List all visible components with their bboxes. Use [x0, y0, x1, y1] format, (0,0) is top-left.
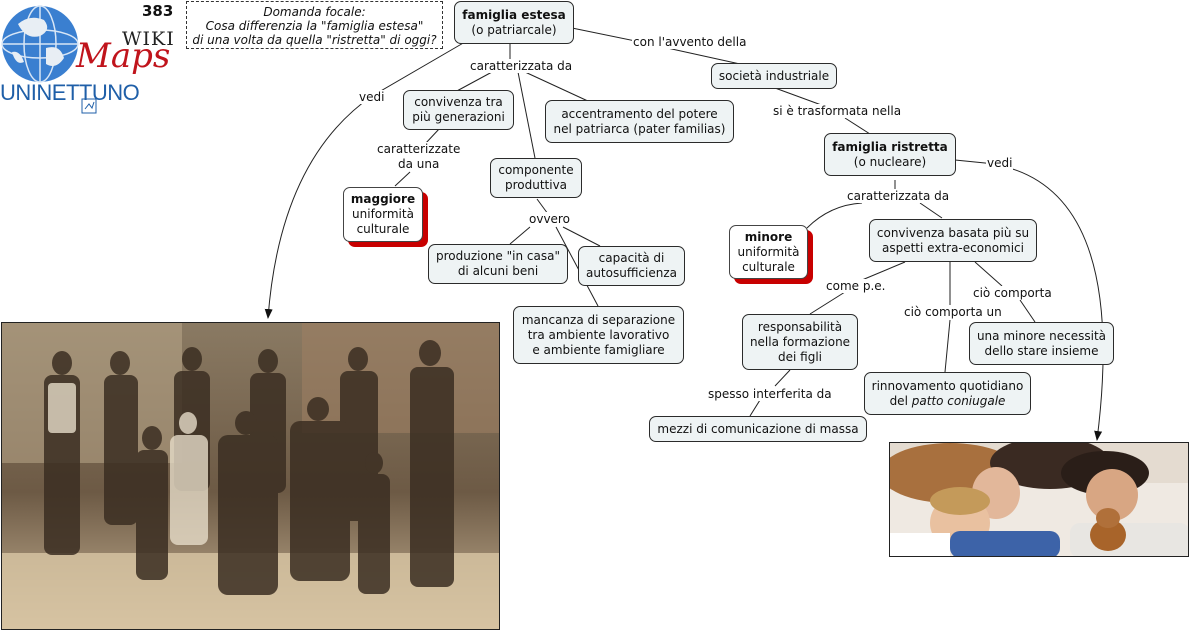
node-text-plain: del [889, 393, 912, 408]
label-vedi-right: vedi [986, 156, 1014, 170]
node-title: famiglia ristretta [832, 139, 948, 154]
old-family-photo [1, 322, 500, 630]
node-responsabilita[interactable]: responsabilità nella formazione dei figl… [742, 314, 858, 370]
node-convivenza-extra-economici[interactable]: convivenza basata più su aspetti extra-e… [869, 219, 1037, 262]
node-text: uniformità [737, 244, 800, 259]
focal-line-2: di una volta da quella "ristretta" di og… [192, 33, 437, 47]
label-caratterizzata-right: caratterizzata da [846, 189, 951, 203]
node-maggiore-uniformita[interactable]: maggiore uniformità culturale [343, 187, 423, 242]
focal-line-1: Cosa differenzia la "famiglia estesa" [205, 19, 424, 33]
node-text: culturale [742, 259, 795, 274]
node-produzione-casa[interactable]: produzione "in casa" di alcuni beni [428, 244, 568, 284]
node-mancanza-separazione[interactable]: mancanza di separazione tra ambiente lav… [513, 306, 684, 364]
node-text-italic: patto coniugale [911, 393, 1006, 408]
logo-maps-text: Maps [76, 36, 171, 76]
node-minore-necessita[interactable]: una minore necessità dello stare insieme [969, 322, 1114, 365]
node-text: produttiva [504, 178, 568, 192]
logo-brand-text: UNINETTUNO [0, 80, 140, 105]
node-rinnovamento[interactable]: rinnovamento quotidiano del patto coniug… [864, 372, 1031, 415]
label-con-avvento: con l'avvento della [632, 35, 748, 49]
focal-question: Domanda focale: Cosa differenzia la "fam… [186, 1, 443, 49]
node-text: mancanza di separazione [521, 312, 676, 327]
modern-family-photo [889, 442, 1189, 557]
node-subtitle: (o nucleare) [853, 154, 927, 169]
node-text: culturale [356, 222, 410, 236]
node-subtitle: (o patriarcale) [471, 22, 557, 37]
node-famiglia-ristretta[interactable]: famiglia ristretta (o nucleare) [824, 133, 956, 176]
label-cio-comporta-un: ciò comporta un [903, 305, 1003, 319]
node-famiglia-estesa[interactable]: famiglia estesa (o patriarcale) [454, 1, 574, 44]
node-convivenza-generazioni[interactable]: convivenza tra più generazioni [403, 90, 514, 130]
label-spesso-interferita: spesso interferita da [707, 387, 833, 401]
node-text: produzione "in casa" [436, 249, 560, 263]
node-mezzi-comunicazione[interactable]: mezzi di comunicazione di massa [649, 416, 867, 442]
map-number: 383 [142, 2, 174, 20]
label-caratterizzata-left: caratterizzata da [469, 59, 574, 73]
node-text: nel patriarca (pater familias) [553, 121, 726, 136]
logo-wiki-text: WIKI [122, 28, 175, 50]
node-capacita-autosufficienza[interactable]: capacità di autosufficienza [578, 246, 685, 286]
node-text: rinnovamento quotidiano [871, 378, 1024, 393]
label-ovvero: ovvero [528, 212, 571, 226]
label-come-pe: come p.e. [825, 279, 887, 293]
map-small-icon [81, 98, 97, 114]
node-text: più generazioni [412, 110, 505, 124]
link-vedi-left [264, 41, 466, 319]
node-text: società industriale [718, 68, 830, 83]
node-text: maggiore [350, 192, 416, 206]
label-vedi-left: vedi [358, 90, 386, 104]
node-text: accentramento del potere [561, 106, 718, 121]
globe-icon [1, 5, 97, 114]
node-text: una minore necessità [976, 328, 1107, 343]
node-text: convivenza tra [414, 95, 503, 109]
node-text: del patto coniugale [890, 394, 1006, 409]
node-text: aspetti extra-economici [882, 240, 1024, 255]
node-text: minore [744, 229, 793, 244]
node-text: e ambiente famigliare [532, 342, 665, 357]
node-text: responsabilità [757, 319, 843, 334]
node-componente-produttiva[interactable]: componente produttiva [490, 158, 582, 198]
node-text: convivenza basata più su [876, 225, 1030, 240]
wikimaps-logo: WIKI Maps UNINETTUNO [0, 0, 185, 125]
node-text: dei figli [778, 349, 822, 364]
label-da-una: da una [397, 157, 441, 171]
label-si-trasformata: si è trasformata nella [772, 104, 903, 118]
focal-title: Domanda focale: [263, 5, 366, 19]
node-text: tra ambiente lavorativo [527, 327, 670, 342]
label-cio-comporta: ciò comporta [972, 286, 1053, 300]
node-text: nella formazione [749, 334, 851, 349]
node-text: autosufficienza [585, 266, 678, 280]
label-caratterizzate: caratterizzate [376, 142, 462, 156]
node-text: capacità di [598, 251, 665, 265]
node-accentramento[interactable]: accentramento del potere nel patriarca (… [545, 100, 734, 143]
node-minore-uniformita[interactable]: minore uniformità culturale [729, 225, 808, 279]
node-text: mezzi di comunicazione di massa [657, 421, 859, 436]
node-text: componente [498, 163, 574, 177]
node-title: famiglia estesa [462, 7, 566, 22]
node-text: di alcuni beni [457, 264, 539, 278]
node-text: uniformità [352, 207, 414, 221]
node-societa-industriale[interactable]: società industriale [711, 63, 837, 89]
node-text: dello stare insieme [984, 343, 1099, 358]
